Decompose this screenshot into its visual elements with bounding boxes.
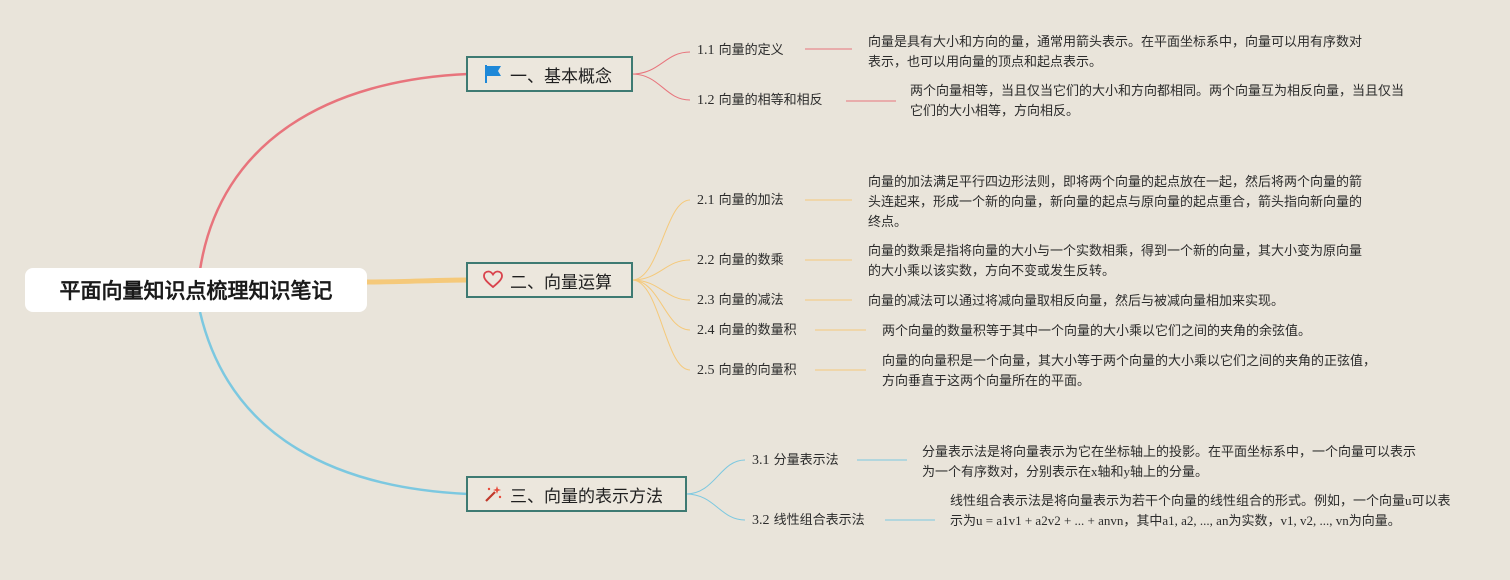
- link-2-2: [631, 259, 691, 281]
- subtopic-number: 2.2: [697, 253, 715, 268]
- subtopic-2-2[interactable]: 2.2 向量的数乘: [697, 252, 784, 270]
- subtopic-number: 1.1: [697, 43, 715, 58]
- link-1-2: [631, 73, 691, 101]
- subtopic-title: 向量的相等和相反: [718, 93, 823, 108]
- subtopic-title: 向量的数乘: [718, 253, 784, 268]
- subtopic-title: 线性组合表示法: [773, 513, 865, 528]
- link-2-1: [631, 199, 691, 281]
- subtopic-title: 向量的向量积: [718, 363, 797, 378]
- subtopic-2-1[interactable]: 2.1 向量的加法: [697, 192, 784, 210]
- link-2-4: [631, 279, 691, 331]
- description-1-1: 向量是具有大小和方向的量，通常用箭头表示。在平面坐标系中，向量可以用有序数对表示…: [868, 34, 1363, 69]
- branch-vector-operations[interactable]: 二、向量运算: [466, 262, 633, 298]
- subtopic-number: 3.2: [752, 513, 770, 528]
- subtopic-number: 2.3: [697, 293, 715, 308]
- branch-label: 三、向量的表示方法: [510, 486, 663, 507]
- subtopic-number: 3.1: [752, 453, 770, 468]
- root-topic[interactable]: 平面向量知识点梳理知识笔记: [25, 268, 367, 312]
- subtopic-title: 向量的数量积: [718, 323, 797, 338]
- branch-basic-concepts[interactable]: 一、基本概念: [466, 56, 633, 92]
- link-root-branch-2: [366, 277, 469, 285]
- subtopic-3-2[interactable]: 3.2 线性组合表示法: [752, 512, 865, 530]
- subtopic-number: 2.1: [697, 193, 715, 208]
- branch-label: 二、向量运算: [510, 272, 612, 293]
- description-2-2: 向量的数乘是指将向量的大小与一个实数相乘，得到一个新的向量，其大小变为原向量的大…: [868, 243, 1363, 278]
- subtopic-number: 2.4: [697, 323, 715, 338]
- root-title: 平面向量知识点梳理知识笔记: [59, 279, 333, 303]
- subtopic-2-3[interactable]: 2.3 向量的减法: [697, 292, 784, 310]
- link-2-5: [631, 279, 691, 371]
- link-root-branch-3: [198, 311, 469, 496]
- link-1-1: [631, 51, 691, 75]
- subtopic-title: 分量表示法: [773, 453, 839, 468]
- link-root-branch-1: [198, 72, 469, 271]
- magic-wand-icon: [482, 483, 504, 505]
- description-2-3: 向量的减法可以通过将减向量取相反向量，然后与被减向量相加来实现。: [868, 293, 1285, 308]
- subtopic-3-1[interactable]: 3.1 分量表示法: [752, 452, 839, 470]
- subtopic-number: 1.2: [697, 93, 715, 108]
- description-2-1: 向量的加法满足平行四边形法则，即将两个向量的起点放在一起，然后将两个向量的箭头连…: [868, 174, 1363, 229]
- branch-label: 一、基本概念: [510, 66, 612, 87]
- subtopic-2-4[interactable]: 2.4 向量的数量积: [697, 322, 797, 340]
- link-3-1: [685, 459, 746, 495]
- subtopic-1-1[interactable]: 1.1 向量的定义: [697, 42, 784, 60]
- branch-representation-methods[interactable]: 三、向量的表示方法: [466, 476, 687, 512]
- subtopic-title: 向量的定义: [718, 43, 784, 58]
- subtopic-title: 向量的减法: [718, 293, 784, 308]
- description-2-4: 两个向量的数量积等于其中一个向量的大小乘以它们之间的夹角的余弦值。: [882, 323, 1312, 338]
- heart-icon: [482, 269, 504, 291]
- link-2-3: [631, 279, 691, 301]
- subtopic-number: 2.5: [697, 363, 715, 378]
- link-3-2: [685, 493, 746, 521]
- description-3-1: 分量表示法是将向量表示为它在坐标轴上的投影。在平面坐标系中，一个向量可以表示为一…: [922, 444, 1417, 479]
- description-3-2: 线性组合表示法是将向量表示为若干个向量的线性组合的形式。例如，一个向量u可以表示…: [950, 493, 1451, 528]
- subtopic-2-5[interactable]: 2.5 向量的向量积: [697, 362, 797, 380]
- subtopic-1-2[interactable]: 1.2 向量的相等和相反: [697, 92, 823, 110]
- flag-icon: [482, 63, 504, 85]
- description-1-2: 两个向量相等，当且仅当它们的大小和方向都相同。两个向量互为相反向量，当且仅当它们…: [910, 83, 1405, 118]
- subtopic-title: 向量的加法: [718, 193, 784, 208]
- description-2-5: 向量的向量积是一个向量，其大小等于两个向量的大小乘以它们之间的夹角的正弦值，方向…: [882, 353, 1377, 388]
